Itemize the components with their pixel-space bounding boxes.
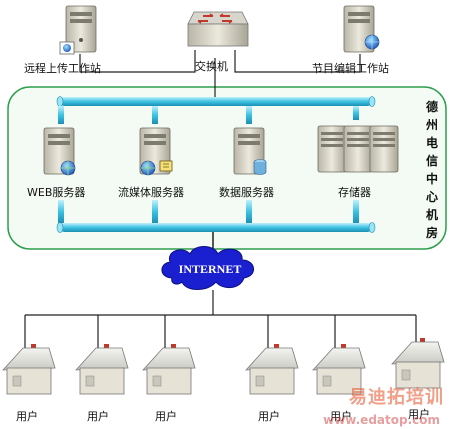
user-bus — [24, 290, 417, 348]
bottom-bus — [56, 222, 376, 233]
watermark: 易迪拓培训 — [349, 387, 444, 408]
house-icon — [245, 344, 299, 395]
house-icon — [2, 344, 56, 395]
storage-label: 存储器 — [338, 186, 371, 199]
user-label: 用户 — [87, 410, 109, 423]
user-label: 用户 — [155, 410, 177, 423]
top-bus — [56, 96, 376, 107]
remote-upload-workstation-icon — [59, 5, 97, 55]
house-icon — [75, 344, 129, 395]
user-label: 用户 — [258, 410, 280, 423]
user-label: 用户 — [408, 408, 430, 421]
datacenter-label: 德州电信中心机房 — [425, 100, 438, 240]
switch-icon — [187, 11, 249, 47]
server-droppers — [58, 106, 359, 223]
data-server-label: 数据服务器 — [219, 186, 274, 199]
data-server-icon — [233, 127, 267, 175]
program-edit-label: 节目编辑工作站 — [312, 62, 389, 75]
house-icon — [142, 344, 196, 395]
remote-upload-label: 远程上传工作站 — [24, 62, 101, 75]
user-label: 用户 — [16, 410, 38, 423]
user-label: 用户 — [330, 410, 352, 423]
internet-label: INTERNET — [179, 262, 242, 276]
web-server-icon — [43, 127, 76, 176]
storage-icon — [317, 125, 399, 173]
program-edit-workstation-icon — [343, 5, 380, 53]
switch-label: 交换机 — [195, 60, 228, 73]
house-icon — [312, 344, 366, 395]
watermark-url: www.edatop.com — [323, 413, 440, 427]
house-icon — [391, 338, 445, 389]
internet-cloud-icon: INTERNET — [161, 246, 254, 290]
streaming-server-icon — [139, 127, 173, 176]
top-connectors — [79, 50, 361, 102]
web-server-label: WEB服务器 — [27, 186, 86, 199]
streaming-server-label: 流媒体服务器 — [118, 186, 184, 199]
